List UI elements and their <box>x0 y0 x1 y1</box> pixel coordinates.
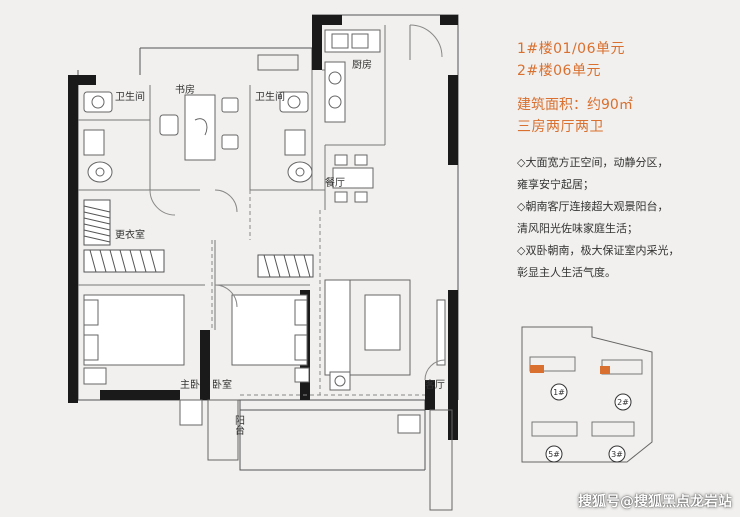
room-label-bathroom-2: 卫生间 <box>255 90 285 103</box>
room-label-kitchen: 厨房 <box>352 58 372 71</box>
room-label-closet: 更衣室 <box>115 228 145 241</box>
feature-line: ◇双卧朝南，极大保证室内采光， <box>517 244 680 257</box>
building-label-2: 2# <box>617 398 629 407</box>
watermark: 搜狐号@搜狐黑点龙岩站 <box>578 494 732 510</box>
feature-list: ◇大面宽方正空间，动静分区， 雍享安宁起居； ◇朝南客厅连接超大观景阳台， 清风… <box>517 152 732 284</box>
unit-info-panel: 1#楼01/06单元 2#楼06单元 建筑面积：约90㎡ 三房两厅两卫 ◇大面宽… <box>517 38 727 284</box>
walls <box>68 15 458 440</box>
building-label-1: 1# <box>553 388 565 397</box>
feature-line: ◇朝南客厅连接超大观景阳台， <box>517 200 669 213</box>
layout-line: 三房两厅两卫 <box>517 119 604 135</box>
room-label-second-bedroom: 卧室 <box>212 378 232 391</box>
site-map: 1# 2# 5# 3# <box>521 326 653 463</box>
building-label-5: 5# <box>548 450 560 459</box>
highlighted-units <box>530 365 610 374</box>
area-line: 建筑面积：约90㎡ <box>517 97 633 113</box>
unit-line-1: 1#楼01/06单元 <box>517 41 625 57</box>
feature-line: 雍享安宁起居； <box>517 178 594 191</box>
room-label-dining: 餐厅 <box>325 176 345 189</box>
room-label-master-bedroom: 主卧 <box>180 378 200 391</box>
unit-line-2: 2#楼06单元 <box>517 63 601 79</box>
feature-line: 清风阳光佐味家庭生活； <box>517 222 638 235</box>
feature-line: ◇大面宽方正空间，动静分区， <box>517 156 669 169</box>
feature-line: 彰显主人生活气度。 <box>517 266 616 279</box>
room-label-bathroom-1: 卫生间 <box>115 90 145 103</box>
building-label-3: 3# <box>611 450 623 459</box>
room-label-living-room: 客厅 <box>425 378 445 391</box>
room-label-study: 书房 <box>175 83 195 96</box>
room-label-balcony: 阳台 <box>233 415 245 436</box>
floor-plan: 卫生间 书房 卫生间 厨房 餐厅 更衣室 主卧 卧室 客厅 阳台 <box>68 14 459 511</box>
